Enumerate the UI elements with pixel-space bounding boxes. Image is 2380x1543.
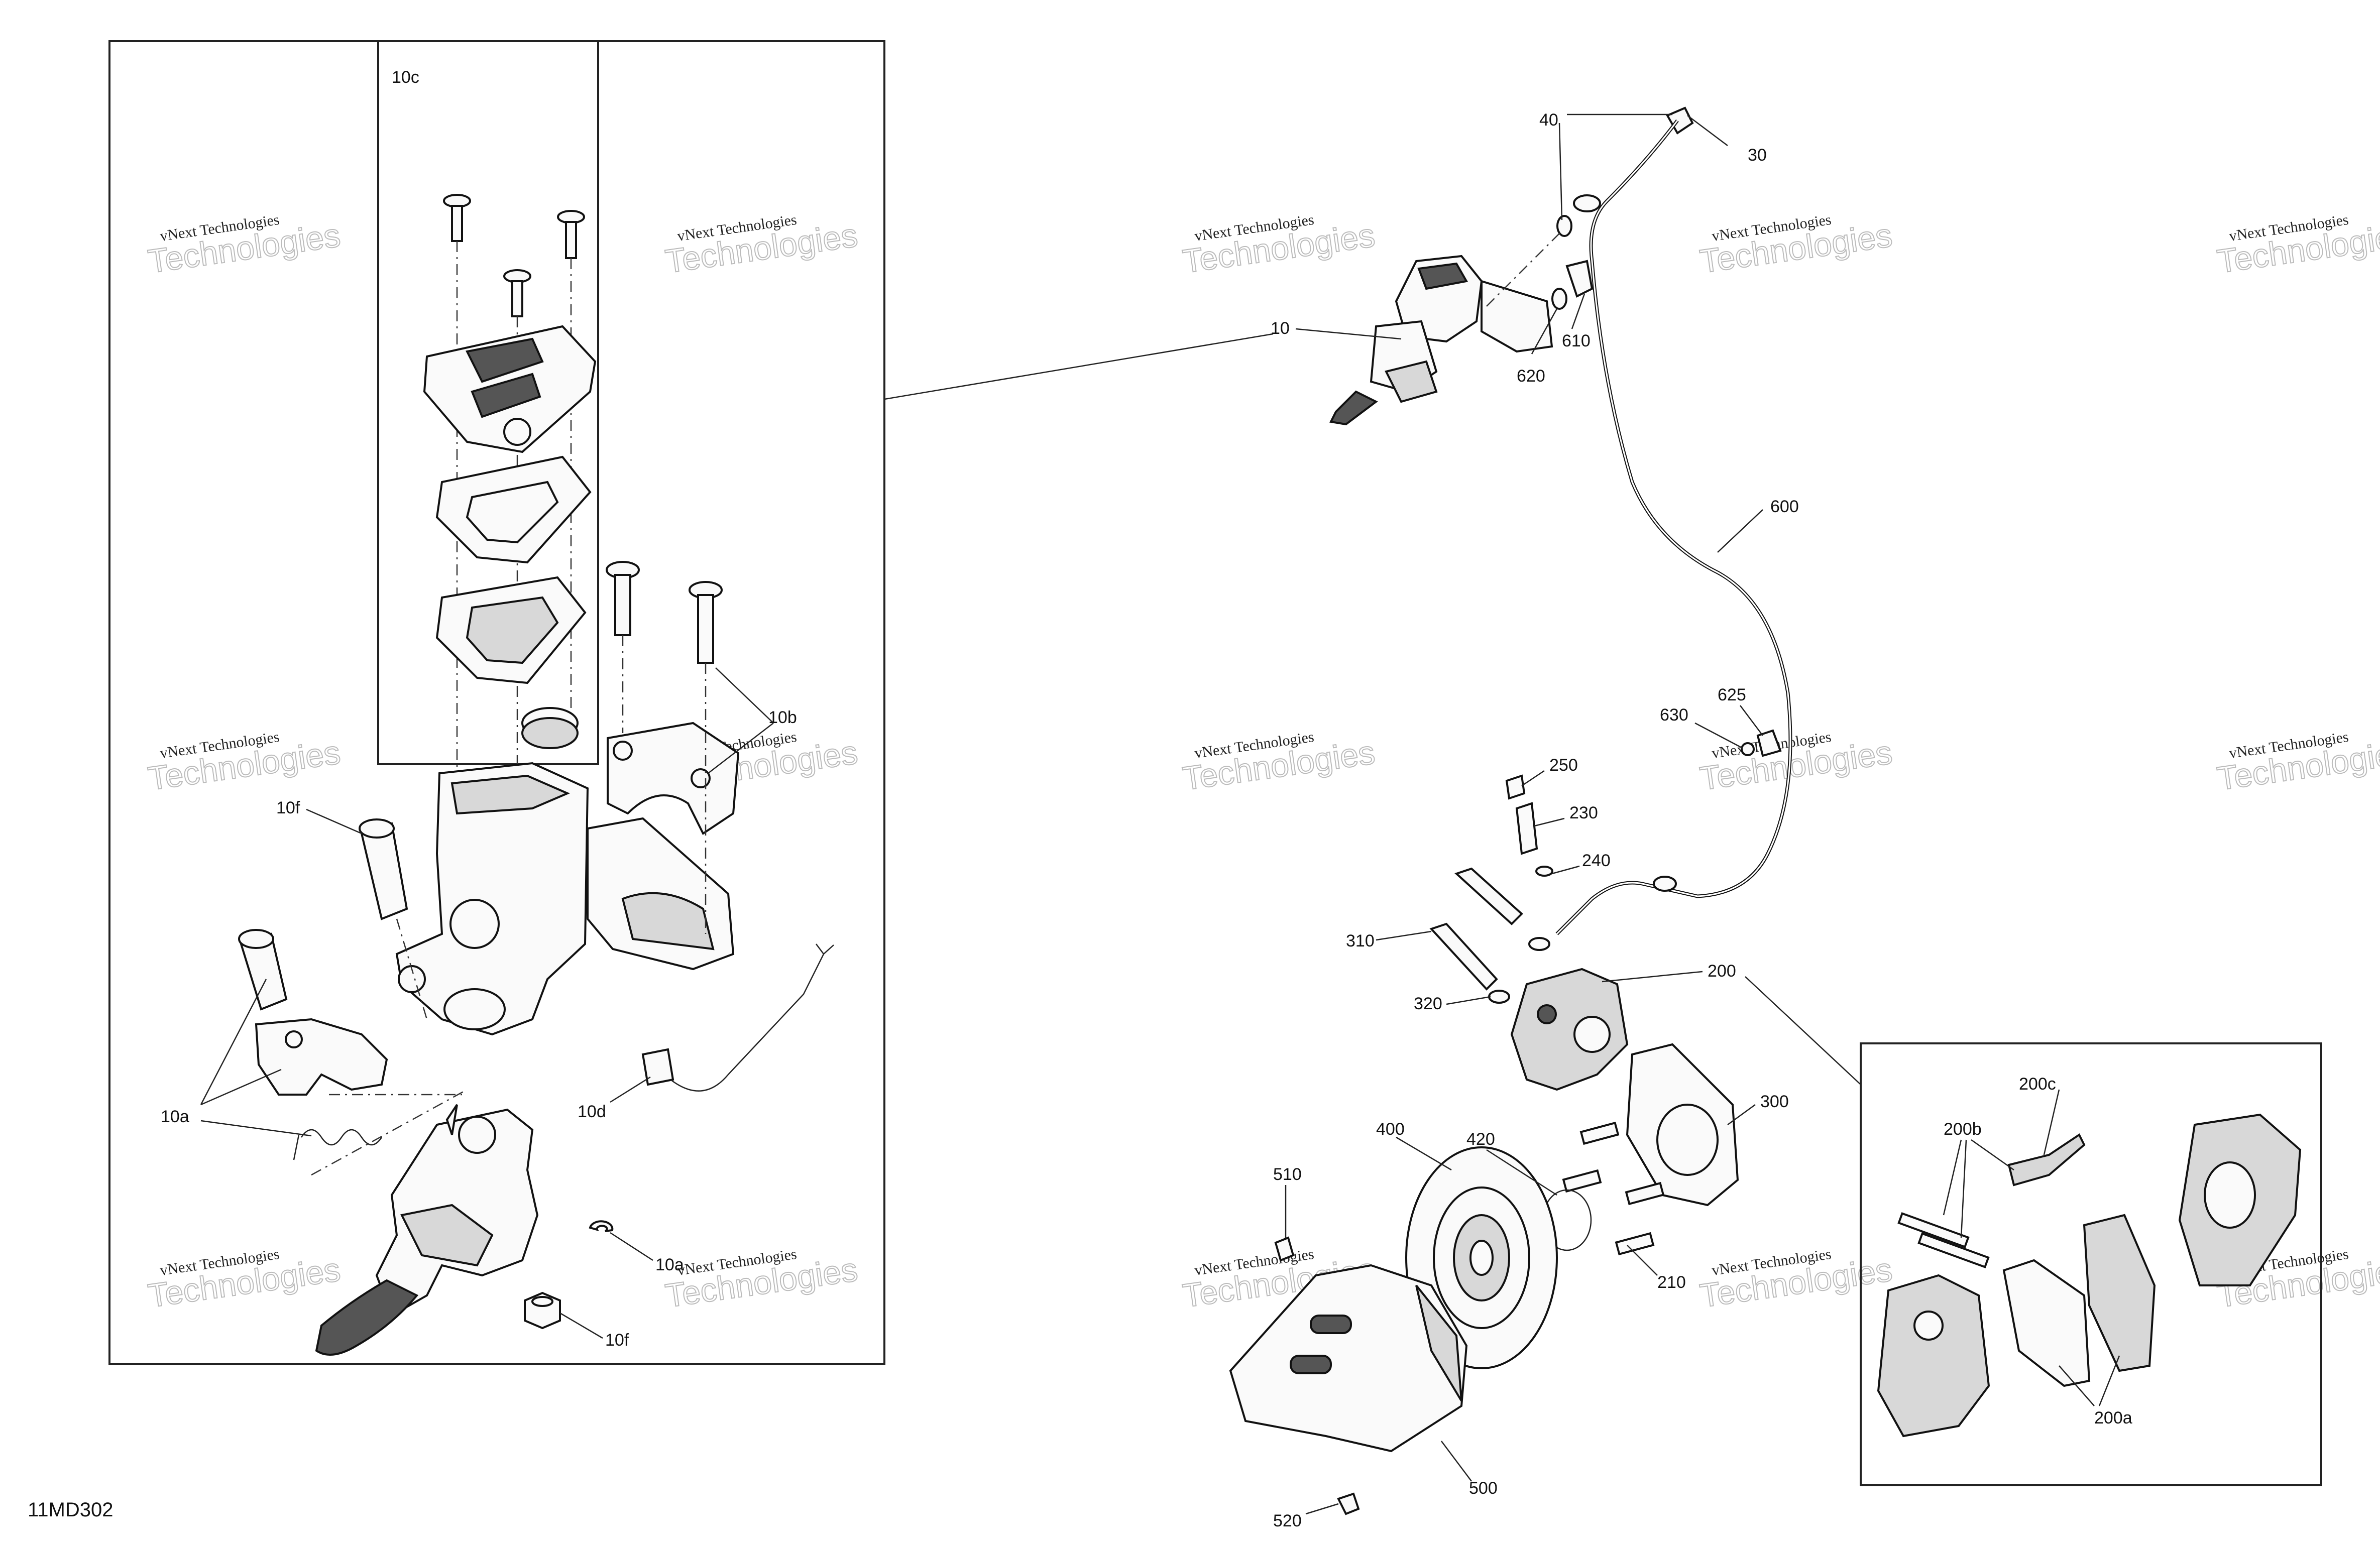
caliper-detail-frame (1860, 1042, 2322, 1486)
callout-625: 625 (1718, 685, 1746, 704)
callout-250: 250 (1549, 756, 1578, 775)
bleeder-screw (1505, 774, 1553, 877)
callout-510: 510 (1273, 1165, 1302, 1184)
callout-630: 630 (1660, 705, 1688, 725)
pivot-bolt (359, 818, 428, 1020)
hose-guide (1741, 729, 1782, 757)
callout-520: 520 (1273, 1511, 1302, 1530)
callout-10a-right: 10a (655, 1255, 684, 1274)
callout-300: 300 (1760, 1092, 1789, 1111)
callout-310: 310 (1346, 931, 1375, 951)
callout-10b: 10b (768, 708, 797, 727)
caliper-detail-parts (1877, 1113, 2302, 1438)
caliper-bolts (1429, 867, 1550, 1004)
callout-400: 400 (1376, 1120, 1405, 1139)
e-clip (589, 1220, 614, 1232)
callout-10d: 10d (578, 1102, 606, 1121)
callout-500: 500 (1469, 1479, 1498, 1498)
master-cylinder-body (395, 707, 740, 1036)
clamp-upper (607, 722, 740, 835)
reservoir-cap-subframe (377, 40, 599, 765)
callout-320: 320 (1414, 994, 1442, 1013)
caliper-detail-link-line (1745, 976, 1861, 1085)
hose-clip (1565, 260, 1594, 298)
callout-30: 30 (1748, 146, 1767, 165)
callout-420: 420 (1466, 1130, 1495, 1149)
callout-610: 610 (1562, 331, 1591, 350)
brake-caliper (1510, 968, 1629, 1091)
callout-210: 210 (1657, 1273, 1686, 1292)
reservoir-cap-assembly (423, 194, 597, 854)
callout-240: 240 (1582, 851, 1611, 870)
callout-200: 200 (1708, 962, 1736, 981)
diagram-code: 11MD302 (28, 1499, 113, 1521)
brake-light-switch (641, 943, 834, 1092)
cap-screw (443, 194, 471, 242)
lever-bracket (255, 1018, 388, 1096)
callout-40: 40 (1539, 110, 1558, 130)
clamp-bolts (606, 561, 723, 934)
cap-screw (503, 269, 531, 317)
master-cylinder-assembly (1329, 255, 1553, 426)
callout-10c: 10c (392, 68, 419, 87)
guard-screw (1274, 1236, 1295, 1262)
callout-10f-top: 10f (276, 798, 300, 817)
pivot-bolt-lower (238, 929, 288, 1011)
callout-10a-left: 10a (161, 1107, 189, 1126)
callout-10: 10 (1271, 319, 1290, 338)
brake-lever (315, 1104, 539, 1356)
disc-guard (1229, 1264, 1468, 1453)
bracket-bolts (1562, 1121, 1665, 1256)
callout-10f-bottom: 10f (605, 1331, 629, 1350)
cap-screw (557, 210, 585, 259)
callout-620: 620 (1517, 367, 1545, 386)
callout-600: 600 (1770, 497, 1799, 516)
detail-link-line (884, 333, 1274, 400)
callout-200a: 200a (2094, 1408, 2132, 1428)
lever-spring (293, 1129, 383, 1160)
guard-screw (1337, 1492, 1360, 1515)
callout-230: 230 (1569, 803, 1598, 822)
crush-washer (1551, 215, 1572, 310)
callout-200c: 200c (2019, 1075, 2056, 1094)
callout-200b: 200b (1944, 1120, 1982, 1139)
brake-hose (1555, 119, 1792, 935)
